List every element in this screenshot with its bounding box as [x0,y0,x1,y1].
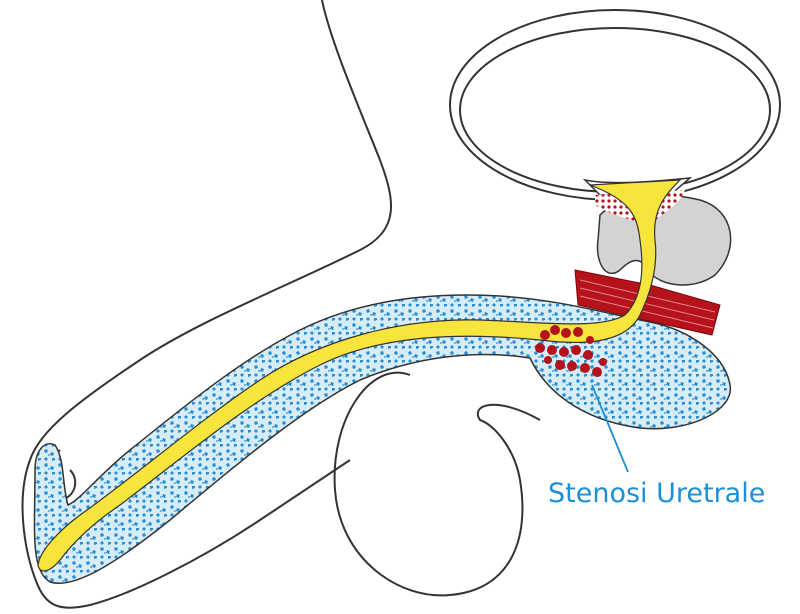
body-outline [21,0,392,609]
urethra [37,179,682,572]
stenosis-label: Stenosi Uretrale [548,478,766,509]
stenosis [535,325,607,377]
callout-line [591,384,629,473]
bladder-inner [459,27,771,193]
scrotum [333,371,541,597]
